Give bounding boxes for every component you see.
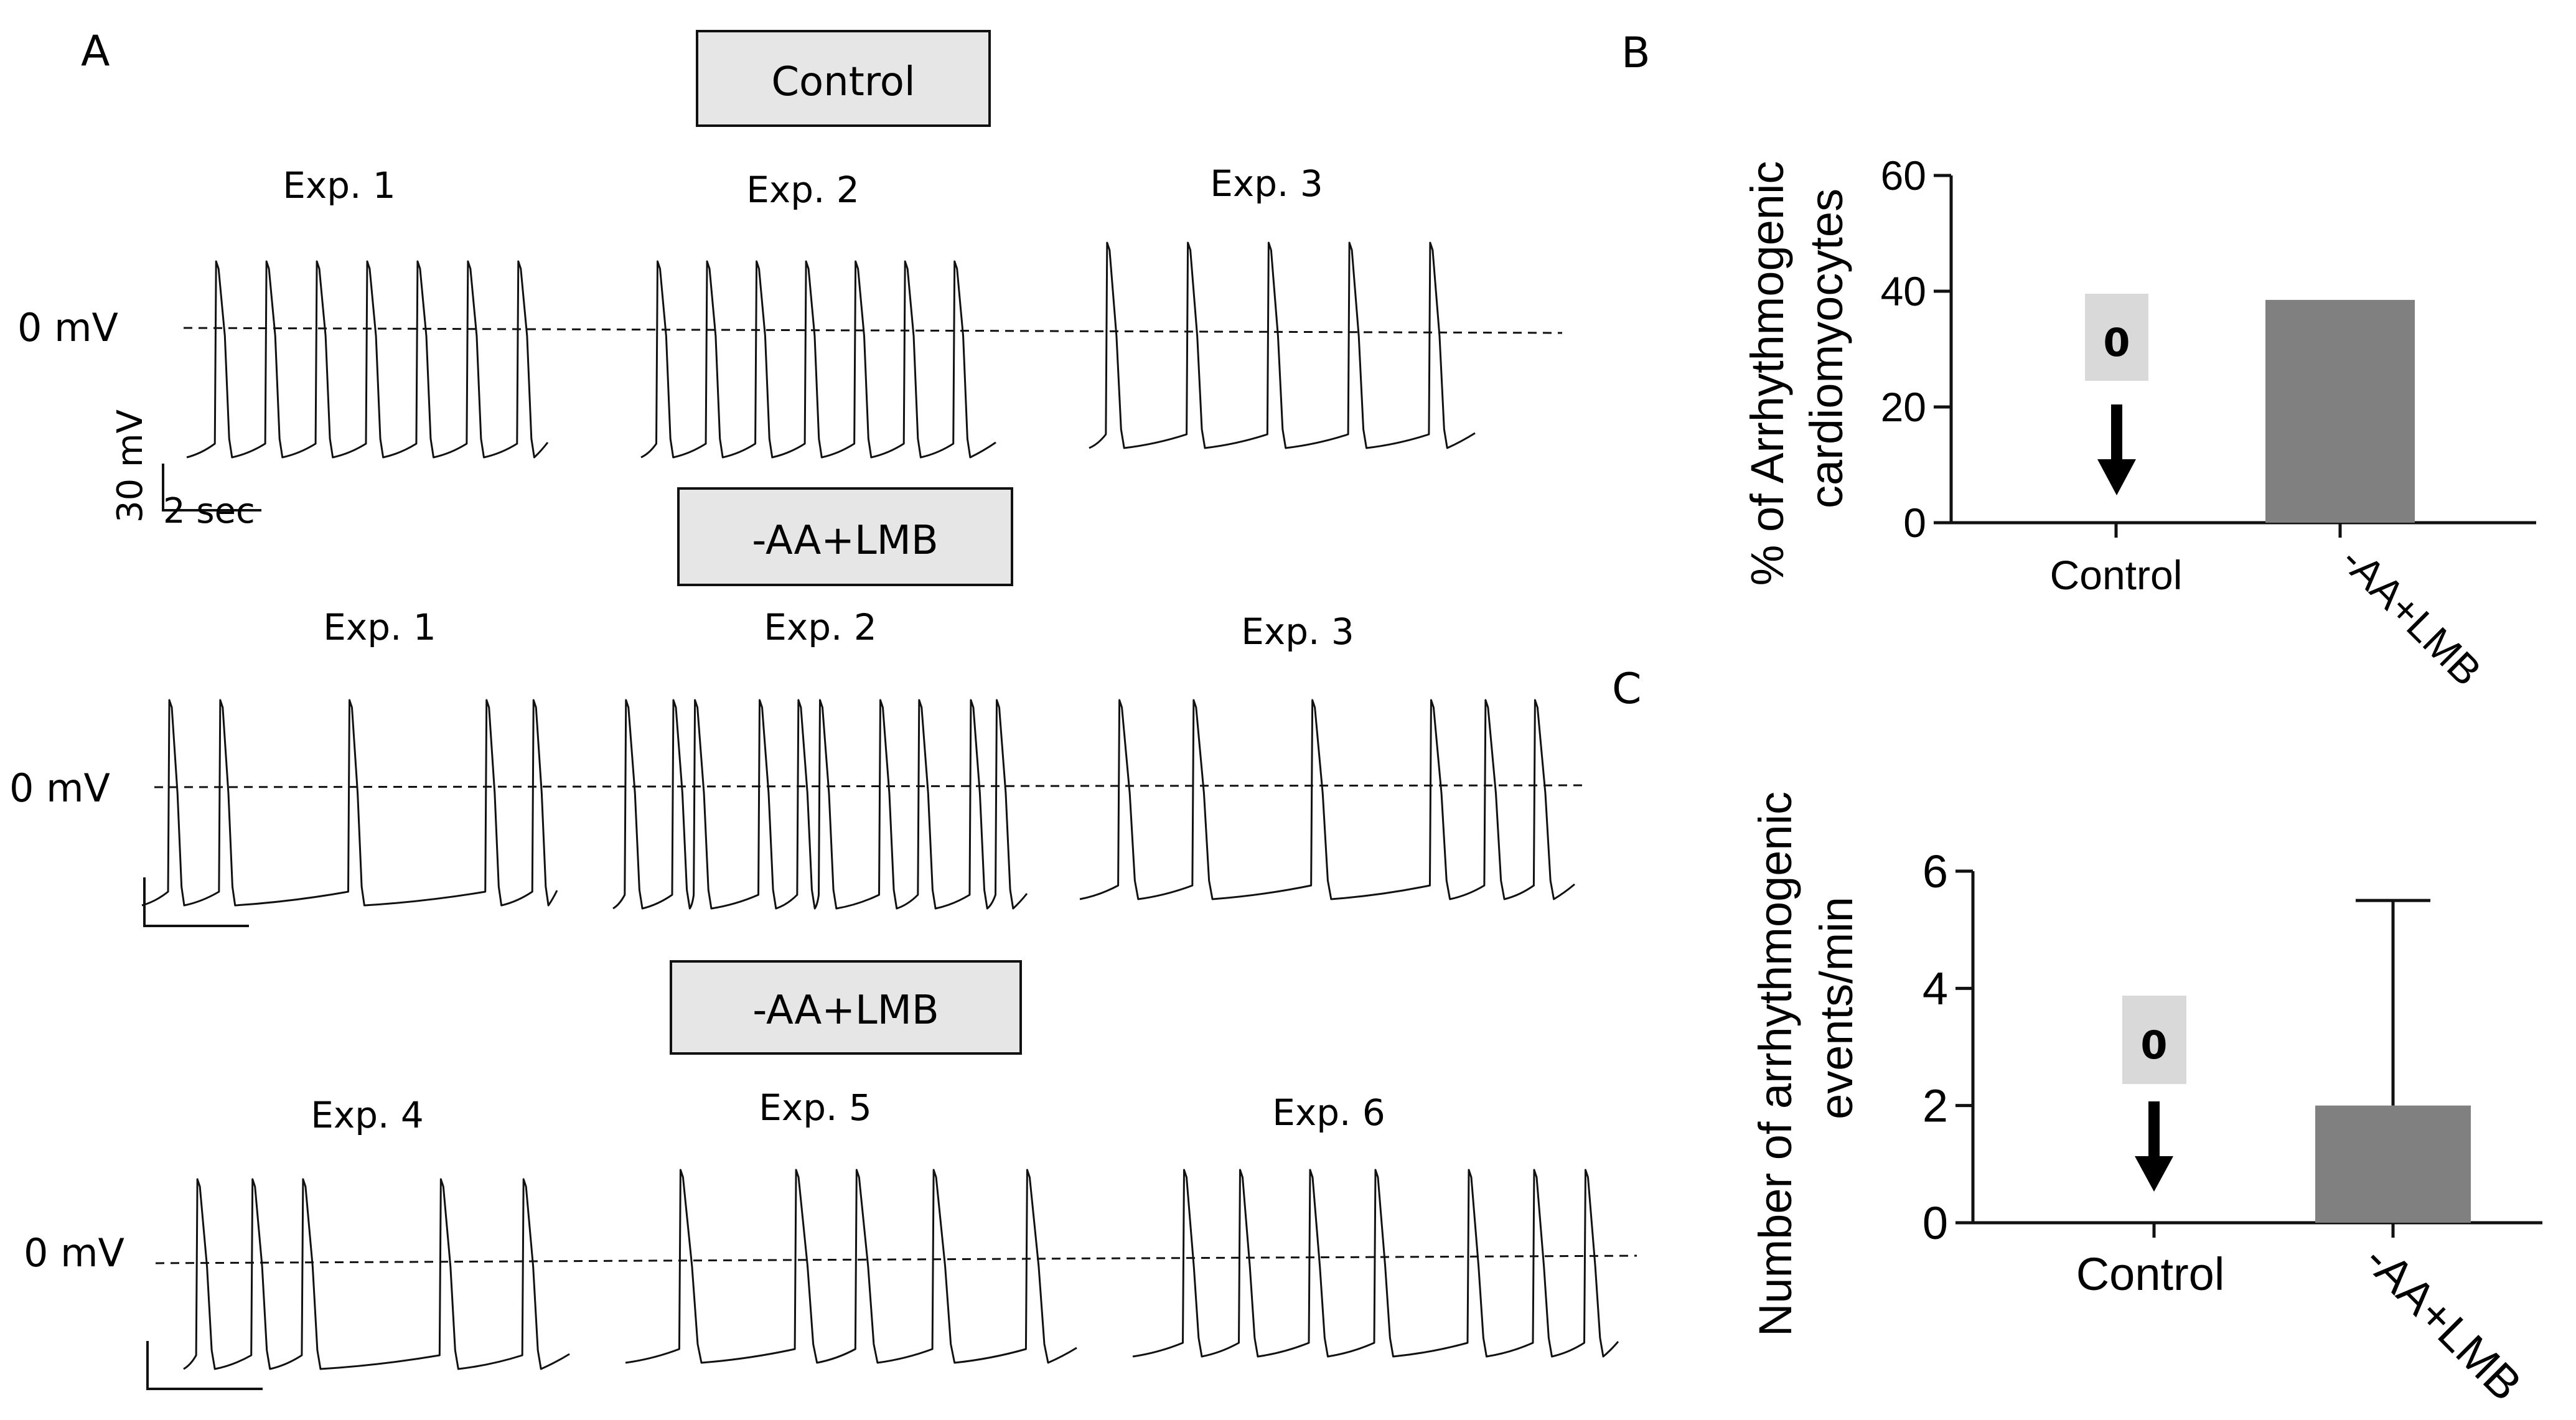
zero-mv-label-g1: 0 mV (17, 305, 118, 350)
experiment-label-g1-e1: Exp. 1 (283, 164, 396, 207)
condition-box-control (696, 30, 991, 127)
trace-g1-e1 (186, 260, 549, 459)
scale-bar-g3 (146, 1341, 263, 1390)
experiment-label-g1-e2: Exp. 2 (746, 169, 859, 211)
chart-b-bar-aa-lmb (2265, 299, 2415, 523)
trace-g3-e3 (1132, 1169, 1619, 1358)
chart-b-category-aa-lmb: -AA+LMB (2333, 537, 2490, 694)
chart-b-arrow-head (2097, 459, 2136, 495)
panel-a-label: A (81, 27, 110, 76)
chart-c-category-aa-lmb: -AA+LMB (2355, 1234, 2532, 1411)
chart-c-category-control: Control (2076, 1248, 2225, 1300)
chart-b-zero-callout: 0 (2103, 320, 2130, 365)
trace-g3-e2 (625, 1169, 1077, 1364)
experiment-label-g3-e2: Exp. 5 (759, 1086, 872, 1129)
chart-b-zero-callout-box (2085, 294, 2148, 381)
zero-mv-label-g3: 0 mV (24, 1230, 124, 1276)
trace-g1-e3 (1089, 241, 1476, 449)
condition-box-aa-lmb-1 (677, 487, 1013, 586)
zero-mv-line-g3 (155, 1254, 1637, 1264)
trace-g2-e2 (612, 699, 1028, 910)
chart-c: Number of arrhythmogenic events/min 0 2 4 6… (1749, 792, 2542, 1411)
trace-g2-e1 (141, 699, 558, 907)
trace-g3-e1 (183, 1178, 570, 1370)
chart-b-category-control: Control (2050, 552, 2183, 598)
chart-c-zero-callout-box (2122, 996, 2186, 1084)
chart-b-ytick-label-0: 0 (1903, 500, 1926, 546)
chart-c-arrow-head (2135, 1156, 2173, 1192)
scale-bar-g2 (143, 877, 249, 927)
zero-mv-label-g2: 0 mV (9, 765, 110, 811)
scale-bar-time-label: 2 sec (163, 491, 255, 531)
chart-b-ylabel-line2: cardiomyocytes (1801, 189, 1852, 508)
chart-b-ytick-label-2: 40 (1881, 268, 1926, 314)
chart-c-ytick-label-0: 0 (1923, 1197, 1948, 1249)
panel-b-label: B (1621, 29, 1651, 78)
scale-bar-g1 (162, 464, 261, 511)
experiment-label-g2-e1: Exp. 1 (323, 606, 436, 648)
experiment-label-g2-e3: Exp. 3 (1241, 610, 1354, 653)
chart-c-ylabel-line1: Number of arrhythmogenic (1749, 792, 1801, 1337)
condition-label-aa-lmb-1: -AA+LMB (752, 518, 938, 564)
experiment-label-g3-e1: Exp. 4 (311, 1094, 424, 1136)
condition-box-aa-lmb-2 (670, 960, 1022, 1055)
trace-g2-e3 (1079, 699, 1575, 900)
condition-label-aa-lmb-2: -AA+LMB (752, 988, 939, 1034)
chart-c-ytick-label-2: 4 (1923, 963, 1948, 1014)
chart-c-zero-callout: 0 (2140, 1022, 2167, 1068)
experiment-label-g1-e3: Exp. 3 (1210, 162, 1323, 205)
chart-b-ytick-label-1: 20 (1881, 384, 1926, 430)
panel-c-label: C (1612, 665, 1641, 714)
chart-c-ytick-label-3: 6 (1923, 846, 1948, 897)
chart-c-ytick-label-1: 2 (1923, 1080, 1948, 1132)
chart-b: % of Arrhythmogenic cardiomyocytes 0 20 40… (1741, 152, 2536, 694)
chart-b-ytick-label-3: 60 (1881, 152, 1926, 199)
chart-c-ylabel-line2: events/min (1810, 897, 1862, 1119)
experiment-label-g2-e2: Exp. 2 (764, 606, 877, 648)
zero-mv-line-g2 (154, 784, 1585, 788)
scale-bar-voltage-label: 30 mV (110, 409, 151, 523)
chart-c-bar-aa-lmb (2315, 1105, 2471, 1223)
trace-g1-e2 (640, 260, 996, 459)
zero-mv-line-g1 (183, 327, 1563, 334)
experiment-label-g3-e3: Exp. 6 (1272, 1091, 1385, 1134)
condition-label-control: Control (771, 59, 915, 105)
chart-b-ylabel-line1: % of Arrhythmogenic (1741, 161, 1793, 586)
